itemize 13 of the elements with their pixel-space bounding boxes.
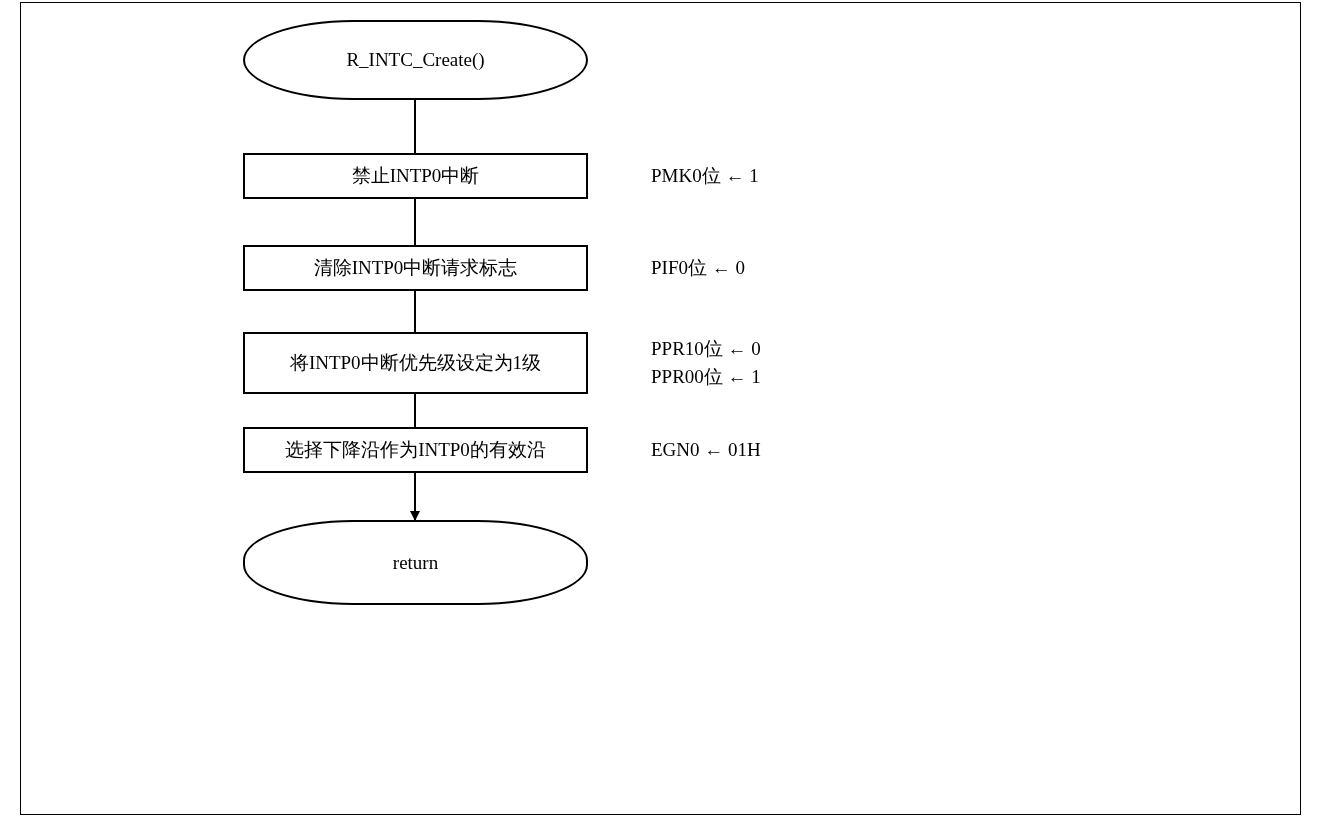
- connector-line: [414, 99, 416, 154]
- process-box: 清除INTP0中断请求标志: [243, 245, 588, 291]
- process-box: 禁止INTP0中断: [243, 153, 588, 199]
- connector-line: [414, 393, 416, 428]
- process-box: 将INTP0中断优先级设定为1级: [243, 332, 588, 394]
- register-note: EGN0 ← 01H: [651, 438, 761, 462]
- register-note: PMK0位 ← 1: [651, 164, 759, 188]
- connector-line: [414, 198, 416, 246]
- process-box: 选择下降沿作为INTP0的有效沿: [243, 427, 588, 473]
- connector-line: [414, 290, 416, 333]
- arrow: [410, 472, 420, 521]
- register-note: PIF0位 ← 0: [651, 256, 745, 280]
- register-note: PPR10位 ← 0 PPR00位 ← 1: [651, 337, 761, 389]
